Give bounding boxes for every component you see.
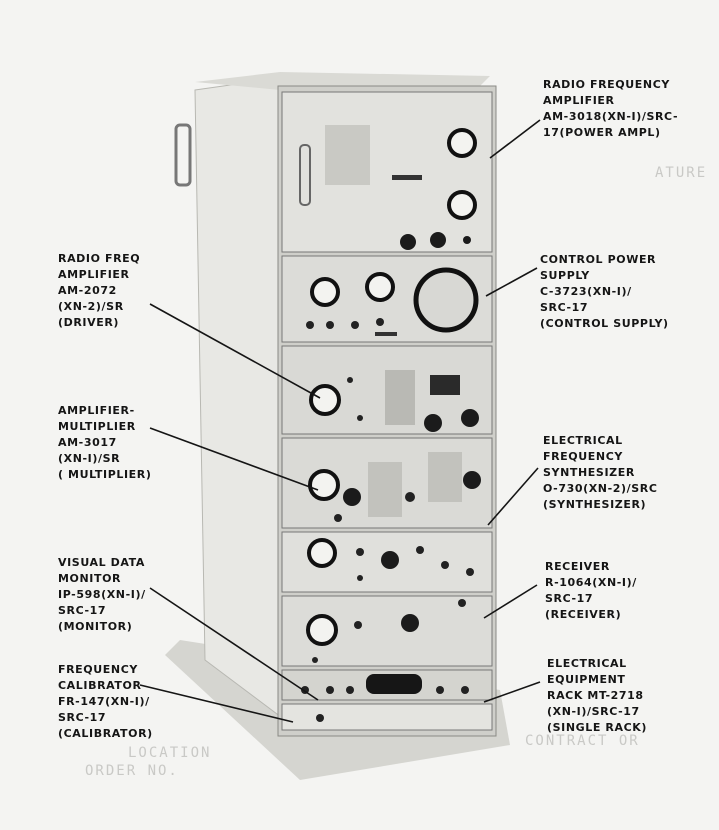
- label-equipment-rack: ELECTRICAL EQUIPMENT RACK MT-2718 (XN-I)…: [547, 656, 647, 736]
- leader-monitor: [149, 587, 319, 701]
- leader-driver: [149, 303, 321, 399]
- leader-control-supply: [485, 267, 538, 297]
- synthesizer-meter: [307, 538, 337, 568]
- label-line: SRC-17: [540, 301, 589, 314]
- label-line: AMPLIFIER: [543, 94, 615, 107]
- label-line: SYNTHESIZER: [543, 466, 635, 479]
- leader-receiver: [483, 584, 538, 619]
- label-line: SUPPLY: [540, 269, 590, 282]
- label-line: FR-147(XN-I)/: [58, 695, 150, 708]
- leader-power-amp: [489, 119, 541, 159]
- control-supply-meter-2: [365, 272, 395, 302]
- label-line: (MONITOR): [58, 620, 133, 633]
- label-line: R-1064(XN-I)/: [545, 576, 637, 589]
- multiplier-knob-2: [463, 471, 481, 489]
- label-line: SRC-17: [545, 592, 594, 605]
- unit-power-amplifier: [281, 91, 493, 253]
- label-line: CALIBRATOR: [58, 679, 142, 692]
- label-frequency-synthesizer: ELECTRICAL FREQUENCY SYNTHESIZER O-730(X…: [543, 433, 658, 513]
- label-control-power-supply: CONTROL POWER SUPPLY C-3723(XN-I)/ SRC-1…: [540, 252, 669, 332]
- label-line: (DRIVER): [58, 316, 120, 329]
- leader-synthesizer: [487, 467, 539, 526]
- label-line: CONTROL POWER: [540, 253, 657, 266]
- multiplier-meter: [308, 469, 340, 501]
- label-line: ELECTRICAL: [547, 657, 627, 670]
- unit-synthesizer: [281, 531, 493, 593]
- driver-meter: [309, 384, 341, 416]
- label-frequency-calibrator: FREQUENCY CALIBRATOR FR-147(XN-I)/ SRC-1…: [58, 662, 153, 742]
- label-line: C-3723(XN-I)/: [540, 285, 632, 298]
- synthesizer-knob: [381, 551, 399, 569]
- label-line: AM-3017: [58, 436, 117, 449]
- unit-rf-driver: [281, 345, 493, 435]
- power-amp-knob-1: [400, 234, 416, 250]
- label-line: RADIO FREQUENCY: [543, 78, 670, 91]
- control-supply-meter-1: [310, 277, 340, 307]
- rack-side-handle: [174, 123, 192, 187]
- power-amp-meter-lower: [447, 190, 477, 220]
- rack-side-panel: [194, 77, 286, 722]
- label-line: RACK MT-2718: [547, 689, 644, 702]
- label-line: EQUIPMENT: [547, 673, 626, 686]
- label-line: IP-598(XN-I)/: [58, 588, 146, 601]
- label-visual-data-monitor: VISUAL DATA MONITOR IP-598(XN-I)/ SRC-17…: [58, 555, 146, 635]
- label-line: FREQUENCY: [58, 663, 138, 676]
- unit-control-power-supply: [281, 255, 493, 343]
- label-line: FREQUENCY: [543, 450, 623, 463]
- driver-knob-2: [461, 409, 479, 427]
- bleed-text-location: LOCATION: [128, 745, 212, 761]
- label-line: (SINGLE RACK): [547, 721, 648, 734]
- unit-receiver: [281, 595, 493, 667]
- driver-knob-1: [424, 414, 442, 432]
- leader-calibrator: [139, 684, 294, 723]
- bleed-text-contract: CONTRACT OR: [525, 733, 640, 749]
- leader-multiplier: [149, 427, 319, 491]
- leader-rack: [483, 681, 541, 703]
- unit-calibrator: [281, 669, 493, 731]
- label-line: RADIO FREQ: [58, 252, 141, 265]
- control-supply-scope: [413, 267, 479, 333]
- receiver-meter: [306, 614, 338, 646]
- label-line: SRC-17: [58, 711, 107, 724]
- label-line: (XN-I)/SR: [58, 452, 121, 465]
- calibrator-display: [366, 674, 422, 694]
- label-line: MONITOR: [58, 572, 122, 585]
- label-rf-power-amplifier: RADIO FREQUENCY AMPLIFIER AM-3018(XN-I)/…: [543, 77, 678, 141]
- label-line: O-730(XN-2)/SRC: [543, 482, 658, 495]
- power-amp-meter-upper: [447, 128, 477, 158]
- label-amplifier-multiplier: AMPLIFIER- MULTIPLIER AM-3017 (XN-I)/SR …: [58, 403, 152, 483]
- label-line: MULTIPLIER: [58, 420, 136, 433]
- multiplier-knob-1: [343, 488, 361, 506]
- label-line: AMPLIFIER-: [58, 404, 135, 417]
- label-line: ELECTRICAL: [543, 434, 623, 447]
- label-line: (CONTROL SUPPLY): [540, 317, 669, 330]
- label-line: AM-3018(XN-I)/SRC-: [543, 110, 679, 123]
- bleed-text-order: ORDER NO.: [85, 763, 179, 779]
- label-line: (RECEIVER): [545, 608, 622, 621]
- label-line: (XN-I)/SRC-17: [547, 705, 640, 718]
- label-line: 17(POWER AMPL): [543, 126, 661, 139]
- unit-multiplier: [281, 437, 493, 529]
- bleed-text-feature: ATURE: [655, 165, 708, 181]
- label-line: RECEIVER: [545, 560, 610, 573]
- label-line: (CALIBRATOR): [58, 727, 153, 740]
- label-receiver: RECEIVER R-1064(XN-I)/ SRC-17 (RECEIVER): [545, 559, 637, 623]
- label-line: ( MULTIPLIER): [58, 468, 152, 481]
- label-line: VISUAL DATA: [58, 556, 146, 569]
- receiver-knob: [401, 614, 419, 632]
- label-line: SRC-17: [58, 604, 107, 617]
- label-line: AM-2072: [58, 284, 117, 297]
- power-amp-knob-2: [430, 232, 446, 248]
- label-line: (SYNTHESIZER): [543, 498, 647, 511]
- label-line: (XN-2)/SR: [58, 300, 124, 313]
- label-line: AMPLIFIER: [58, 268, 130, 281]
- leader-lines: [139, 119, 541, 723]
- label-rf-driver: RADIO FREQ AMPLIFIER AM-2072 (XN-2)/SR (…: [58, 251, 140, 331]
